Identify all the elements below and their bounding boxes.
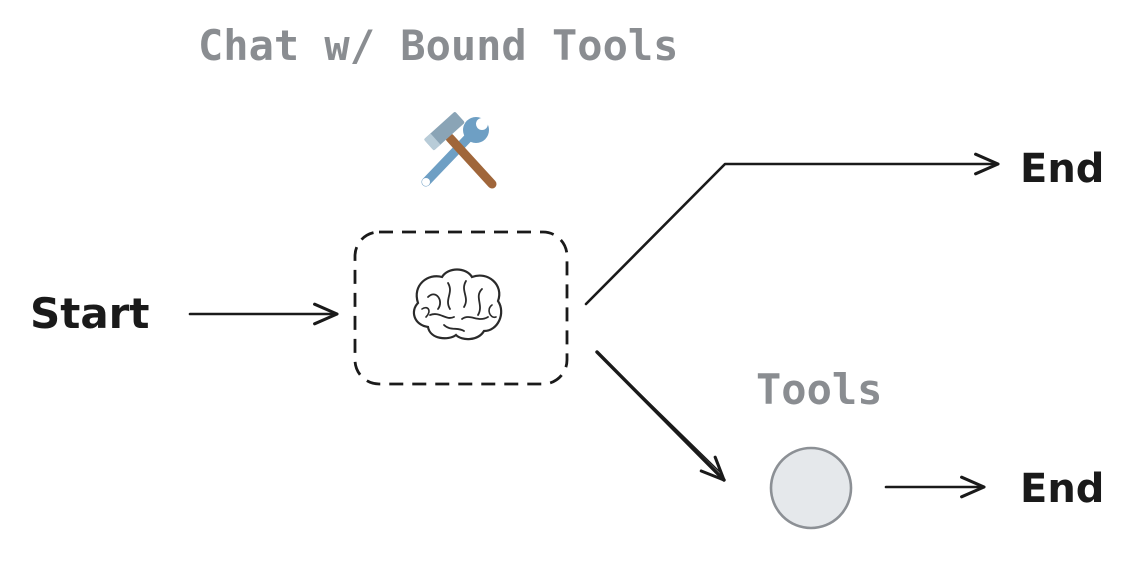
end-label-bottom: End: [1020, 466, 1104, 512]
tools-node[interactable]: [771, 448, 851, 528]
chat-to-end-arrow: [586, 164, 998, 304]
brain-icon: [414, 270, 501, 340]
chat-to-tools-arrow-sketch: [600, 355, 722, 474]
diagram-title: Chat w/ Bound Tools: [198, 21, 678, 70]
start-label: Start: [30, 289, 149, 338]
tools-label: Tools: [756, 365, 882, 414]
hammer-and-wrench-icon: [422, 111, 492, 186]
end-label-top: End: [1020, 146, 1104, 192]
